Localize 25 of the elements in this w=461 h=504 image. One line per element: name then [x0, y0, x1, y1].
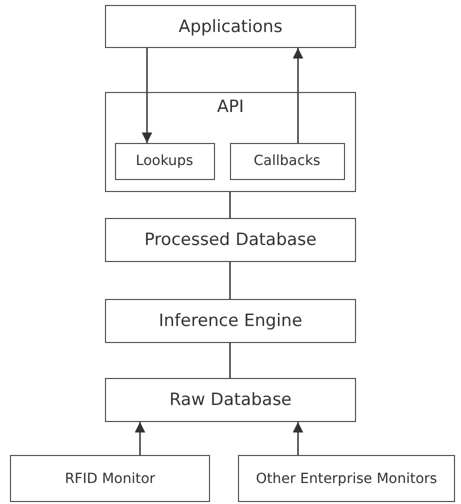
component-box [114, 142, 214, 180]
box-label: Lookups [136, 153, 194, 169]
layer-box [105, 378, 356, 422]
connector-line [229, 192, 231, 218]
box-label: Processed Database [144, 230, 317, 250]
box-label: API [217, 97, 244, 117]
layer-box [10, 455, 210, 502]
connector-line [229, 343, 231, 378]
arrow [142, 48, 152, 143]
arrow [292, 422, 304, 455]
box-label: Applications [178, 16, 282, 36]
connector-line [229, 262, 231, 299]
layer-box [238, 455, 455, 502]
layer-box [105, 92, 356, 192]
component-box [230, 142, 344, 180]
layer-box [105, 299, 356, 343]
arrow [134, 422, 146, 455]
box-label: Inference Engine [158, 311, 302, 331]
box-label: Callbacks [254, 153, 320, 169]
layer-box [105, 5, 356, 48]
box-label: Raw Database [169, 390, 292, 410]
box-label: RFID Monitor [64, 470, 156, 486]
box-label: Other Enterprise Monitors [256, 470, 438, 486]
arrow [292, 48, 304, 143]
layer-box [105, 218, 356, 262]
